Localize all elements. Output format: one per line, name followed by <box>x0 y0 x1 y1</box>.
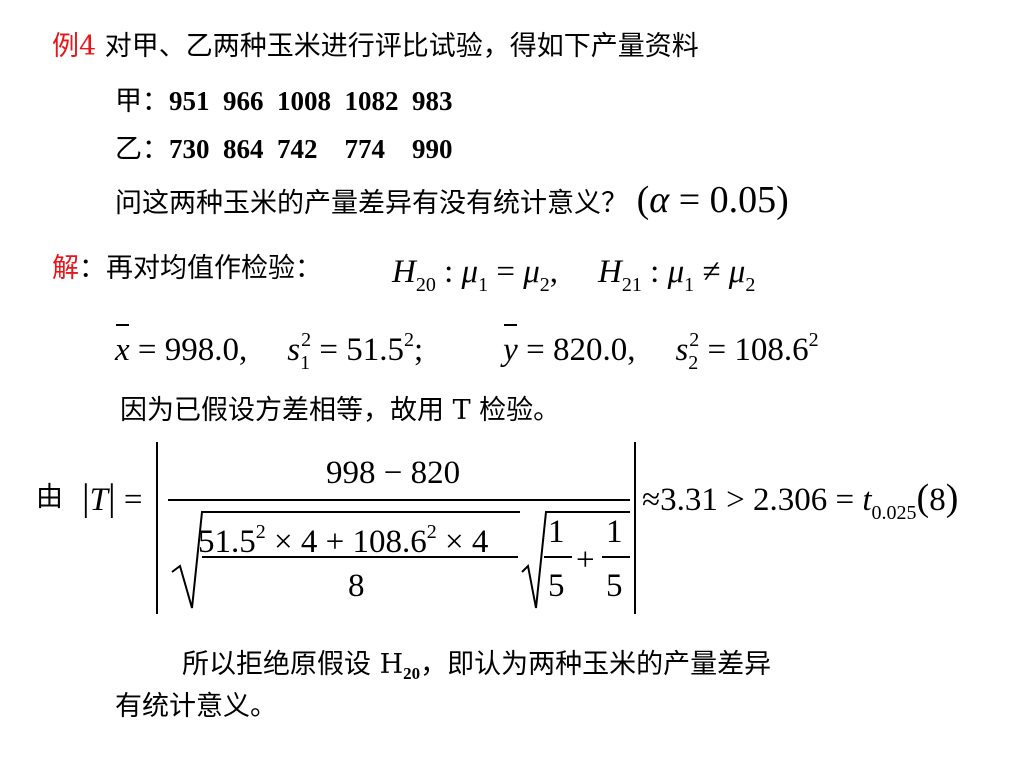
s1-value: 51.5 <box>346 332 404 368</box>
frac-one-den: 5 <box>548 568 565 604</box>
radical-one <box>171 511 520 609</box>
radicand-numerator: 51.52 × 4 + 108.62 × 4 <box>198 521 489 560</box>
jia-values: 951 966 1008 1082 983 <box>169 86 453 116</box>
yi-line: 乙：730 864 742 774 990 <box>115 132 453 167</box>
radicand-fraction-line <box>202 556 518 558</box>
solution-label: 解 <box>52 253 79 284</box>
xbar-value: 998.0 <box>164 332 240 368</box>
statistics-line: x = 998.0,s12 = 51.52;y = 820.0,s22 = 10… <box>115 324 819 374</box>
ybar-value: 820.0 <box>552 332 628 368</box>
solution-intro: ：再对均值作检验： <box>79 253 322 284</box>
radical-two <box>521 511 630 609</box>
df-value: 8 <box>929 482 946 518</box>
main-fraction-line <box>168 499 630 501</box>
conclusion-line-2: 有统计意义。 <box>115 691 277 722</box>
numerator: 998 − 820 <box>326 455 461 491</box>
frac-one-num: 1 <box>548 514 565 550</box>
abs-bar-right <box>634 442 636 614</box>
frac-two-line <box>602 556 630 558</box>
frac-two-num: 1 <box>606 514 623 550</box>
question-text: 问这两种玉米的产量差异有没有统计意义？ <box>115 188 628 219</box>
frac-one-line <box>544 556 572 558</box>
example-title-line: 例4 对甲、乙两种玉米进行评比试验，得如下产量资料 <box>52 30 699 64</box>
abs-t: |T| = <box>82 477 143 519</box>
frac-two-den: 5 <box>606 568 623 604</box>
alpha-expression: (α = 0.05) <box>636 179 789 221</box>
note-line: 因为已假设方差相等，故用 T 检验。 <box>120 395 561 426</box>
you-label: 由 <box>36 482 63 513</box>
abs-bar-left <box>156 442 158 614</box>
yi-values: 730 864 742 774 990 <box>169 134 453 164</box>
t-result: ≈3.31 > 2.306 = t0.025(8) <box>642 477 959 524</box>
example-title: 对甲、乙两种玉米进行评比试验，得如下产量资料 <box>104 31 699 62</box>
t-subscript: 0.025 <box>871 502 917 524</box>
hypotheses: H20 : μ1 = μ2,H21 : μ1 ≠ μ2 <box>392 254 756 296</box>
plus-sign: + <box>576 542 595 578</box>
question-line: 问这两种玉米的产量差异有没有统计意义？ (α = 0.05) <box>115 180 789 221</box>
solution-line: 解：再对均值作检验： <box>52 252 322 286</box>
alpha-value: 0.05 <box>709 179 777 221</box>
s2-value: 108.6 <box>734 332 809 368</box>
yi-label: 乙： <box>115 134 169 165</box>
approx-value: 3.31 <box>660 482 718 518</box>
example-label: 例4 <box>52 31 97 62</box>
jia-label: 甲： <box>115 86 169 117</box>
critical-value: 2.306 <box>753 482 828 518</box>
radicand-denominator: 8 <box>348 568 365 604</box>
jia-line: 甲：951 966 1008 1082 983 <box>115 84 453 119</box>
conclusion-subscript: 20 <box>403 664 421 683</box>
conclusion-line-1: 所以拒绝原假设 H20，即认为两种玉米的产量差异 <box>182 649 772 683</box>
